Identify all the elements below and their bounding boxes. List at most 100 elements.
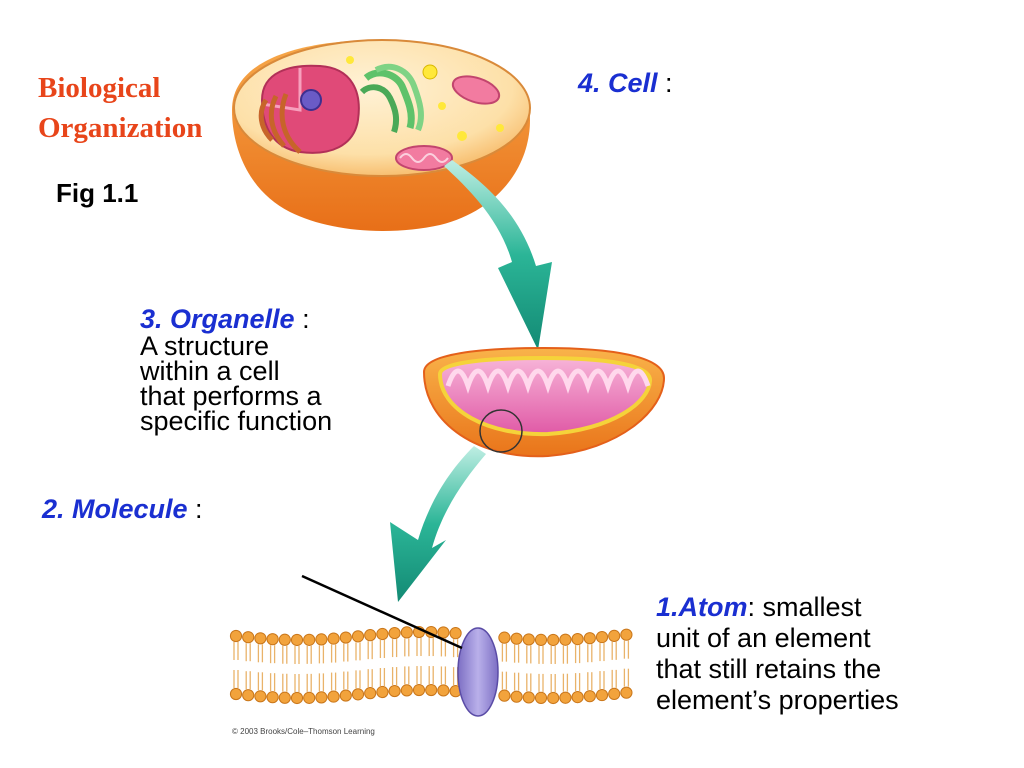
phospholipid-head xyxy=(571,632,584,646)
phospholipid-head xyxy=(351,688,365,701)
phospholipid-head xyxy=(242,631,255,644)
molecule-term: 2. Molecule xyxy=(42,494,188,524)
phospholipid-head xyxy=(242,689,255,702)
atom-desc-line: that still retains the xyxy=(656,654,882,684)
atom-term: 1.Atom xyxy=(656,592,748,622)
phospholipid-head xyxy=(229,687,243,701)
phospholipid-head xyxy=(315,633,328,646)
phospholipid-heads-top xyxy=(229,625,633,647)
phospholipid-heads-bottom xyxy=(229,683,633,705)
phospholipid-head xyxy=(559,691,572,704)
title-line-1: Biological xyxy=(38,72,161,104)
phospholipid-head xyxy=(327,632,340,645)
arrow-organelle-to-molecule xyxy=(390,446,486,602)
phospholipid-head xyxy=(559,633,572,646)
title-line-2: Organization xyxy=(38,112,203,144)
organelle-desc-line: within a cell xyxy=(140,356,280,386)
molecule-label: 2. Molecule : xyxy=(42,494,203,525)
phospholipid-head xyxy=(315,691,328,704)
phospholipid-head xyxy=(290,633,304,647)
phospholipid-head xyxy=(583,690,596,703)
phospholipid-head xyxy=(498,631,511,644)
phospholipid-head xyxy=(510,690,523,703)
phospholipid-head xyxy=(376,685,389,699)
phospholipid-head xyxy=(547,691,560,705)
phospholipid-head xyxy=(400,626,413,639)
phospholipid-head xyxy=(534,633,548,646)
copyright-credit: © 2003 Brooks/Cole–Thomson Learning xyxy=(232,727,375,736)
mitochondrion-illustration xyxy=(422,346,666,458)
phospholipid-head xyxy=(522,633,535,646)
phospholipid-head xyxy=(376,627,389,641)
atom-sep: : smallest xyxy=(747,592,862,622)
endoplasmic-reticulum xyxy=(258,93,302,154)
phospholipid-head xyxy=(400,684,413,697)
atom-desc-line: unit of an element xyxy=(656,623,871,653)
phospholipid-head xyxy=(364,687,377,700)
atom-desc-line: element’s properties xyxy=(656,685,899,715)
phospholipid-head xyxy=(449,627,462,640)
arrow-cell-to-organelle xyxy=(444,160,552,350)
phospholipid-head xyxy=(595,630,609,644)
organelle-description: A structure within a cell that performs … xyxy=(140,331,333,436)
phospholipid-head xyxy=(266,691,279,704)
phospholipid-head xyxy=(571,690,584,704)
organelle-desc-line: that performs a xyxy=(140,381,322,411)
phospholipid-head xyxy=(595,688,609,702)
phospholipid-head xyxy=(437,684,450,697)
phospholipid-head xyxy=(339,631,352,644)
organelle-sep: : xyxy=(294,304,310,334)
organelle-desc-line: specific function xyxy=(140,406,333,436)
phospholipid-head xyxy=(339,689,352,702)
slide-title: Biological Organization xyxy=(38,68,202,148)
molecule-sep: : xyxy=(187,494,203,524)
phospholipid-head xyxy=(278,633,291,646)
phospholipid-head xyxy=(364,629,377,642)
organelle-label: 3. Organelle : A structure within a cell… xyxy=(140,304,333,436)
phospholipid-head xyxy=(290,691,304,705)
phospholipid-head xyxy=(388,684,401,698)
zoom-circle xyxy=(479,409,523,453)
phospholipid-tails xyxy=(233,638,630,692)
phospholipid-head xyxy=(278,691,291,704)
phospholipid-head xyxy=(620,628,633,641)
animal-cell-illustration xyxy=(232,39,531,232)
phospholipid-head xyxy=(534,691,548,704)
organelle-desc-line: A structure xyxy=(140,331,270,361)
figure-label: Fig 1.1 xyxy=(56,178,139,208)
phospholipid-head xyxy=(303,691,316,704)
organelle-term: 3. Organelle xyxy=(140,304,295,334)
phospholipid-head xyxy=(510,632,523,645)
golgi-apparatus xyxy=(359,63,424,133)
phospholipid-head xyxy=(437,626,450,639)
atom-label: 1.Atom: smallest unit of an element that… xyxy=(656,592,899,716)
phospholipid-head xyxy=(266,633,279,646)
phospholipid-head xyxy=(620,686,633,699)
atom-pointer-line xyxy=(301,574,463,650)
cell-label: 4. Cell : xyxy=(578,68,673,99)
cristae xyxy=(445,368,651,394)
phospholipid-head xyxy=(351,630,365,643)
phospholipid-head xyxy=(608,629,621,642)
membrane-protein xyxy=(457,627,499,717)
phospholipid-head xyxy=(327,690,340,703)
phospholipid-bilayer xyxy=(229,625,633,717)
phospholipid-head xyxy=(303,633,316,646)
phospholipid-head xyxy=(412,683,426,697)
vesicles xyxy=(346,56,504,141)
phospholipid-head xyxy=(425,683,438,697)
phospholipid-head xyxy=(522,691,535,704)
cell-mitochondria xyxy=(395,75,501,171)
phospholipid-head xyxy=(498,689,511,702)
phospholipid-head xyxy=(254,632,267,645)
phospholipid-head xyxy=(608,687,621,700)
phospholipid-head xyxy=(388,626,401,640)
phospholipid-head xyxy=(254,690,267,703)
phospholipid-head xyxy=(583,632,596,645)
phospholipid-head xyxy=(229,629,243,643)
cell-sep: : xyxy=(657,68,673,98)
phospholipid-head xyxy=(547,633,560,647)
cell-term: 4. Cell xyxy=(578,68,658,98)
